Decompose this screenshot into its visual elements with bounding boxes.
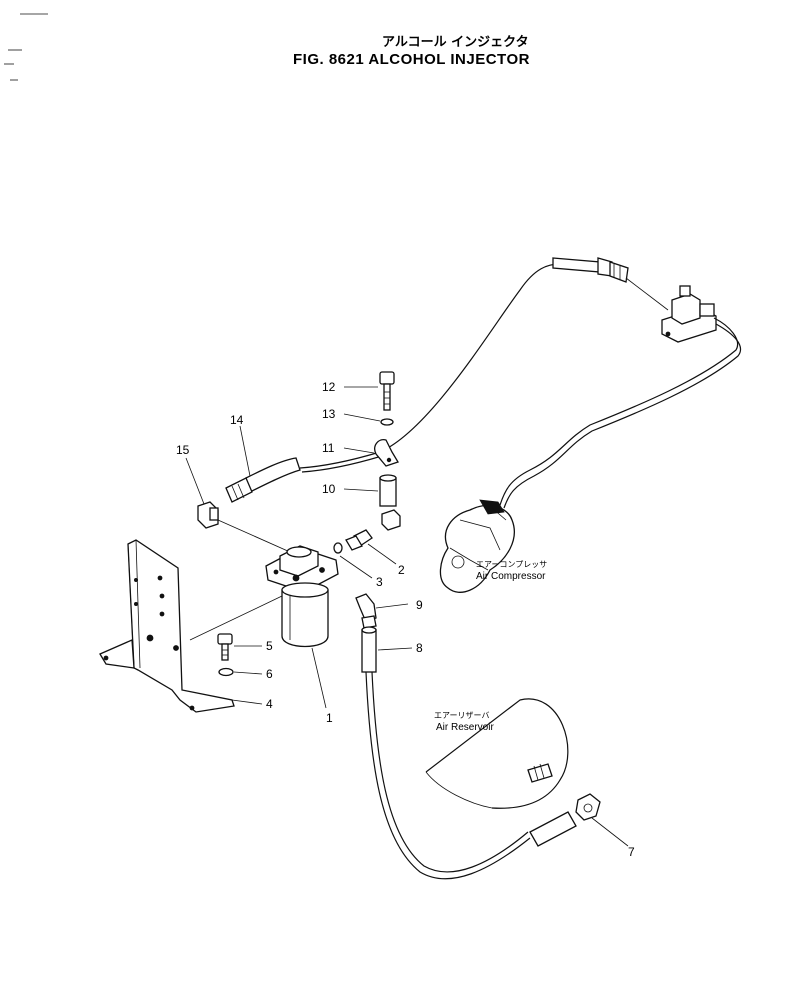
air-line-upper-edge xyxy=(301,455,383,473)
leader-11 xyxy=(343,447,375,454)
fitting-top-right xyxy=(597,257,629,283)
title-english: FIG. 8621 ALCOHOL INJECTOR xyxy=(293,51,530,68)
connector-small xyxy=(381,509,401,531)
valve-bracket xyxy=(661,285,717,343)
bolt-12 xyxy=(379,371,395,411)
leader-10 xyxy=(343,488,379,492)
leader-14 xyxy=(239,425,251,477)
hose-14 xyxy=(225,457,301,503)
callout-13: 13 xyxy=(322,407,336,421)
scan-noise xyxy=(4,13,48,81)
callout-12: 12 xyxy=(322,380,336,394)
washer-3 xyxy=(333,542,343,554)
bracket-4 xyxy=(99,539,235,713)
washer-6 xyxy=(218,667,234,677)
bolt-5 xyxy=(217,633,233,661)
elbow-7 xyxy=(575,793,601,821)
callout-14: 14 xyxy=(230,413,244,427)
callout-6: 6 xyxy=(266,667,273,681)
clip-11 xyxy=(374,439,399,467)
callout-7: 7 xyxy=(628,845,635,859)
air-compressor-label-en: Air Compressor xyxy=(476,571,546,582)
title-japanese: アルコール インジェクタ xyxy=(382,35,529,50)
leader-8 xyxy=(377,647,413,651)
leader-4 xyxy=(231,699,263,705)
connector-2 xyxy=(345,529,373,551)
elbow-15 xyxy=(197,501,219,529)
tie-line-15 xyxy=(217,519,291,553)
leader-9 xyxy=(375,603,409,609)
callout-3: 3 xyxy=(376,575,383,589)
callout-15: 15 xyxy=(176,443,190,457)
air-reservoir-label-jp: エアーリザーバ xyxy=(434,711,489,720)
hose-8 xyxy=(361,626,377,673)
air-reservoir-label-en: Air Reservoir xyxy=(436,722,494,733)
washer-13 xyxy=(380,418,394,426)
callout-1: 1 xyxy=(326,711,333,725)
elbow-9 xyxy=(355,593,377,629)
air-compressor xyxy=(439,499,515,593)
air-compressor-label-jp: エアーコンプレッサ xyxy=(476,560,547,569)
leader-3 xyxy=(339,555,373,579)
callout-9: 9 xyxy=(416,598,423,612)
callout-11: 11 xyxy=(322,441,335,455)
air-line-lower-edge xyxy=(371,671,529,873)
callout-8: 8 xyxy=(416,641,423,655)
callout-10: 10 xyxy=(322,482,336,496)
leader-7 xyxy=(591,817,629,847)
injector-1 xyxy=(265,545,339,648)
leader-13 xyxy=(343,413,381,422)
air-line-upper xyxy=(299,263,561,469)
pipe-to-compressor xyxy=(499,317,739,506)
callout-2: 2 xyxy=(398,563,405,577)
leader-1 xyxy=(311,647,327,709)
callout-5: 5 xyxy=(266,639,273,653)
leader-fitting xyxy=(625,277,669,311)
leader-6 xyxy=(233,671,263,675)
leader-15 xyxy=(185,457,205,505)
spacer-10 xyxy=(379,474,397,507)
air-line-lower xyxy=(365,671,531,880)
pipe-to-compressor-edge xyxy=(503,323,742,509)
hose-top xyxy=(552,257,601,273)
callout-4: 4 xyxy=(266,697,273,711)
tie-line-bracket xyxy=(189,595,283,641)
reservoir-pipe xyxy=(529,811,577,847)
leader-2 xyxy=(367,543,397,565)
air-reservoir xyxy=(425,698,569,809)
